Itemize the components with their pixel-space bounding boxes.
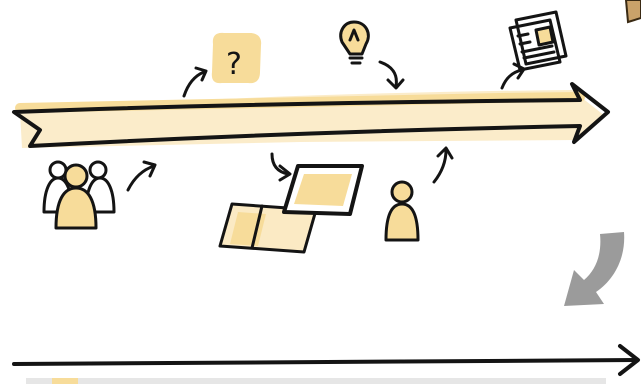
documents-icon xyxy=(510,12,566,70)
sticky-notes-icon xyxy=(220,166,362,252)
people-group-icon xyxy=(44,162,114,228)
background-panel xyxy=(626,0,641,22)
main-timeline-arrow xyxy=(14,84,608,148)
arrow-to-sticky-notes-icon xyxy=(272,154,290,180)
person-icon xyxy=(386,182,418,240)
bottom-strip xyxy=(26,378,606,384)
arrow-from-person-icon xyxy=(434,148,452,182)
curved-arrow-icon xyxy=(564,232,624,306)
arrow-to-documents-icon xyxy=(502,64,524,88)
arrow-from-lightbulb-icon xyxy=(380,62,403,88)
lower-timeline-arrow xyxy=(14,346,638,374)
question-icon: ? xyxy=(212,33,261,83)
question-mark-glyph: ? xyxy=(226,47,242,82)
arrow-to-question-icon xyxy=(184,68,206,96)
arrow-from-people-icon xyxy=(128,162,155,190)
lightbulb-icon xyxy=(341,22,369,63)
